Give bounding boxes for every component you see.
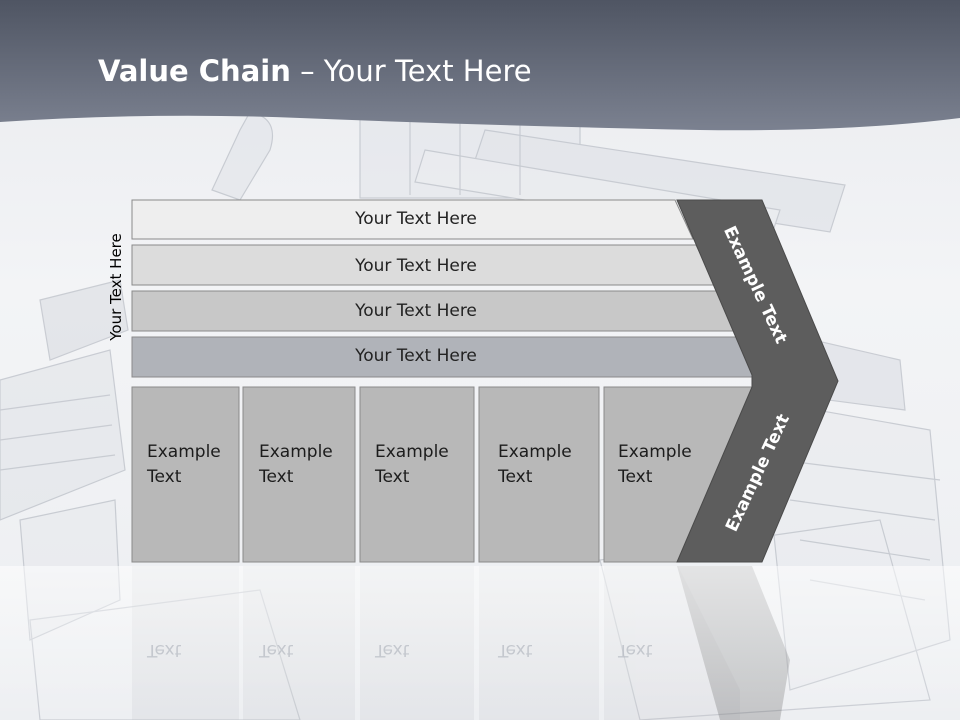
activity-reflection-text: Text [498,640,533,660]
activity-box-2 [242,386,356,563]
activity-reflection-text: Text [618,640,653,660]
band-4-label: Your Text Here [355,346,477,366]
activity-box-4 [478,386,600,563]
band-2-label: Your Text Here [355,256,477,276]
header-band [0,0,960,131]
support-activities-label: Your Text Here [107,233,125,341]
band-1-shape [131,199,694,240]
band-1-label: Your Text Here [355,209,477,229]
slide-title: Value Chain – Your Text Here [98,54,532,88]
activity-reflection-text: Text [375,640,410,660]
activity-reflection-text: Text [147,640,182,660]
activity-box-3 [359,386,475,563]
activity-box-1 [131,386,240,563]
band-3-label: Your Text Here [355,301,477,321]
activity-reflection-text: Text [259,640,294,660]
margin-chevron [676,199,839,563]
